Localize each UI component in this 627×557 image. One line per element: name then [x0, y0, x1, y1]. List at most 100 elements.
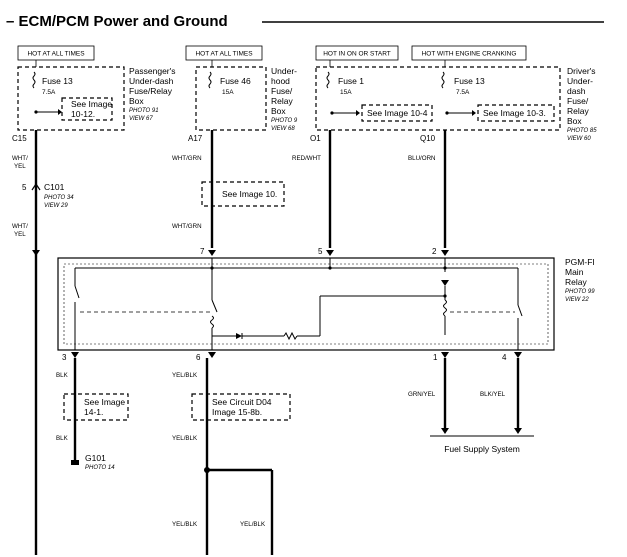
svg-text:VIEW 60: VIEW 60 — [567, 136, 591, 142]
svg-text:GRN/YEL: GRN/YEL — [408, 391, 436, 398]
pin-q10: Q10 — [420, 134, 436, 143]
connector-c101: 5 C101 PHOTO 34 VIEW 29 — [22, 182, 74, 209]
svg-text:VIEW 22: VIEW 22 — [565, 297, 589, 303]
svg-text:15A: 15A — [340, 89, 352, 96]
pin-a17: A17 — [188, 134, 203, 143]
svg-text:C101: C101 — [44, 182, 65, 192]
svg-text:PGM-FI: PGM-FI — [565, 257, 595, 267]
relay-pin-4: 4 — [502, 353, 507, 362]
svg-text:YEL/BLK: YEL/BLK — [240, 521, 266, 528]
fuse-1-label: Fuse 1 — [338, 76, 364, 86]
header-hot-at-all-times-2: HOT AT ALL TIMES — [185, 45, 263, 67]
svg-text:HOT AT ALL TIMES: HOT AT ALL TIMES — [27, 51, 85, 58]
relay-pin-3: 3 — [62, 353, 67, 362]
svg-text:Image 15-8b.: Image 15-8b. — [212, 407, 262, 417]
svg-text:BLU/ORN: BLU/ORN — [408, 155, 436, 162]
pin-o1: O1 — [310, 134, 321, 143]
svg-text:Under-dash: Under-dash — [129, 76, 174, 86]
svg-text:WHT/: WHT/ — [12, 223, 28, 230]
fuse-13-label: Fuse 13 — [42, 76, 73, 86]
svg-text:Box: Box — [129, 96, 144, 106]
see-image-10-3: See Image 10-3. — [483, 108, 546, 118]
svg-text:7.5A: 7.5A — [42, 89, 56, 96]
relay-pin-1: 1 — [433, 353, 438, 362]
svg-text:HOT IN ON OR START: HOT IN ON OR START — [323, 51, 391, 58]
svg-text:YEL: YEL — [14, 163, 26, 170]
svg-text:WHT/: WHT/ — [12, 155, 28, 162]
svg-text:7.5A: 7.5A — [456, 89, 470, 96]
svg-text:Under-: Under- — [567, 76, 593, 86]
page-title: – ECM/PCM Power and Ground — [6, 13, 228, 30]
see-image-14-1: See Image 14-1. — [63, 393, 129, 421]
svg-text:Relay: Relay — [271, 96, 293, 106]
svg-text:Main: Main — [565, 267, 584, 277]
underhood-fuse-box: Fuse 46 15A Under- hood Fuse/ Relay Box … — [188, 66, 298, 143]
svg-text:14-1.: 14-1. — [84, 407, 103, 417]
svg-text:PHOTO 14: PHOTO 14 — [85, 465, 115, 471]
power-wires — [32, 130, 449, 555]
svg-text:HOT AT ALL TIMES: HOT AT ALL TIMES — [195, 51, 253, 58]
pin-c15: C15 — [12, 134, 27, 143]
wire-color-labels: WHT/ YEL WHT/ YEL WHT/GRN WHT/GRN RED/WH… — [12, 155, 506, 528]
svg-text:Box: Box — [567, 116, 582, 126]
svg-text:BLK: BLK — [56, 372, 69, 379]
svg-text:PHOTO 91: PHOTO 91 — [129, 108, 159, 114]
svg-text:YEL/BLK: YEL/BLK — [172, 521, 198, 528]
svg-text:Box: Box — [271, 106, 286, 116]
svg-text:BLK/YEL: BLK/YEL — [480, 391, 506, 398]
svg-text:See Circuit D04: See Circuit D04 — [212, 397, 272, 407]
svg-text:Fuse/: Fuse/ — [567, 96, 589, 106]
svg-text:G101: G101 — [85, 453, 106, 463]
svg-text:VIEW 68: VIEW 68 — [271, 126, 295, 132]
svg-text:BLK: BLK — [56, 435, 69, 442]
svg-text:PHOTO 99: PHOTO 99 — [565, 289, 595, 295]
svg-text:YEL/BLK: YEL/BLK — [172, 372, 198, 379]
svg-text:HOT WITH ENGINE CRANKING: HOT WITH ENGINE CRANKING — [422, 51, 517, 58]
svg-text:15A: 15A — [222, 89, 234, 96]
svg-text:YEL/BLK: YEL/BLK — [172, 435, 198, 442]
svg-text:dash: dash — [567, 86, 586, 96]
svg-text:Passenger's: Passenger's — [129, 66, 176, 76]
fuse-46-label: Fuse 46 — [220, 76, 251, 86]
svg-text:See Image 10.: See Image 10. — [222, 189, 277, 199]
svg-text:WHT/GRN: WHT/GRN — [172, 155, 202, 162]
pgm-fi-main-relay: PGM-FI Main Relay PHOTO 99 VIEW 22 — [57, 257, 595, 351]
header-hot-with-engine-cranking: HOT WITH ENGINE CRANKING — [411, 45, 527, 67]
svg-text:YEL: YEL — [14, 231, 26, 238]
svg-text:Fuel Supply System: Fuel Supply System — [444, 444, 520, 454]
fuel-supply-system: Fuel Supply System — [430, 435, 534, 454]
svg-text:hood: hood — [271, 76, 290, 86]
relay-pin-5: 5 — [318, 247, 323, 256]
see-image-link: See Image — [71, 99, 112, 109]
svg-text:Relay: Relay — [567, 106, 589, 116]
relay-output-wires: 3 6 1 4 — [62, 352, 522, 555]
svg-text:WHT/GRN: WHT/GRN — [172, 223, 202, 230]
svg-text:PHOTO 34: PHOTO 34 — [44, 195, 74, 201]
see-image-10-4: See Image 10-4 — [367, 108, 428, 118]
see-image-10: See Image 10. — [201, 181, 285, 207]
ground-g101: G101 PHOTO 14 — [71, 453, 115, 471]
svg-text:Relay: Relay — [565, 277, 587, 287]
svg-text:Fuse/Relay: Fuse/Relay — [129, 86, 173, 96]
relay-pin-6: 6 — [196, 353, 201, 362]
svg-text:Driver's: Driver's — [567, 66, 596, 76]
relay-pin-2: 2 — [432, 247, 437, 256]
svg-text:10-12.: 10-12. — [71, 109, 95, 119]
driver-fuse-box: Fuse 1 15A Fuse 13 7.5A See Image 10-4 S… — [310, 66, 597, 143]
svg-text:PHOTO 9: PHOTO 9 — [271, 118, 298, 124]
svg-text:RED/WHT: RED/WHT — [292, 155, 321, 162]
svg-text:Under-: Under- — [271, 66, 297, 76]
svg-text:PHOTO 85: PHOTO 85 — [567, 128, 597, 134]
fuse-13b-label: Fuse 13 — [454, 76, 485, 86]
header-hot-in-on-or-start: HOT IN ON OR START — [315, 45, 399, 67]
svg-text:5: 5 — [22, 183, 27, 192]
svg-text:See Image: See Image — [84, 397, 125, 407]
relay-pin-7: 7 — [200, 247, 205, 256]
header-hot-at-all-times-1: HOT AT ALL TIMES — [17, 45, 95, 67]
see-circuit-d04: See Circuit D04 Image 15-8b. — [191, 393, 291, 421]
svg-text:VIEW 29: VIEW 29 — [44, 203, 68, 209]
svg-text:VIEW 67: VIEW 67 — [129, 116, 153, 122]
svg-text:Fuse/: Fuse/ — [271, 86, 293, 96]
